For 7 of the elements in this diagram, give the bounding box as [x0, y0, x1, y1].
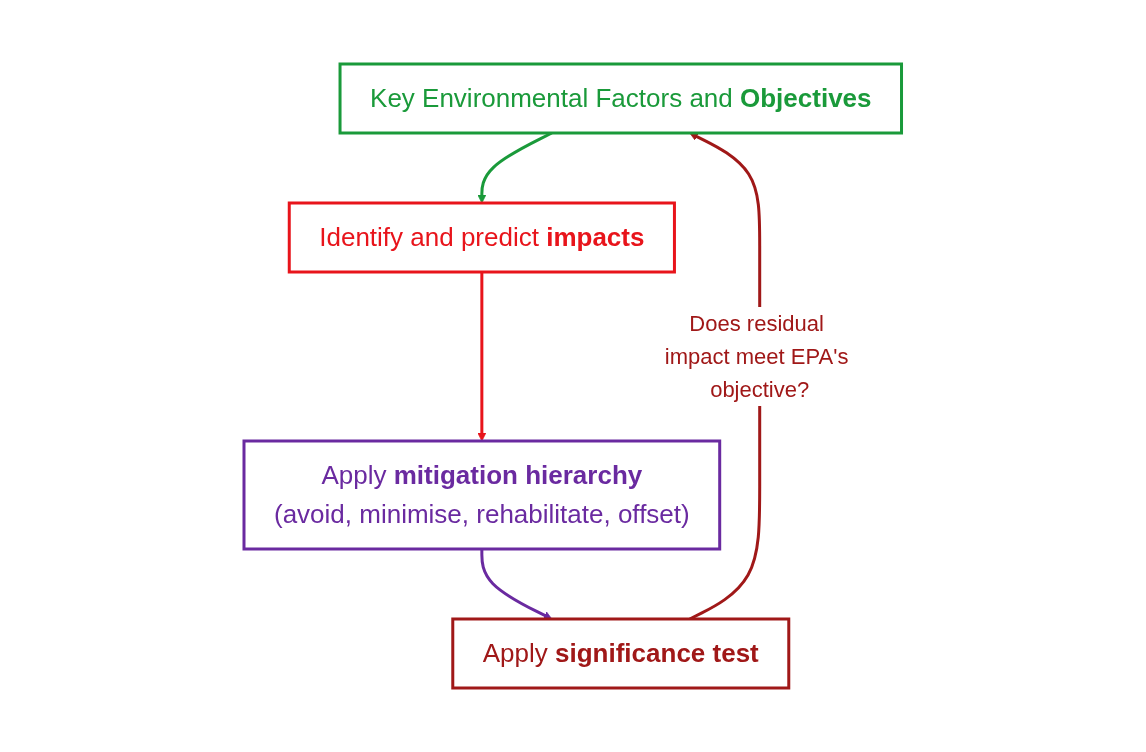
node-box: Apply mitigation hierarchy (avoid, minimise, rehabilitate, offset)	[242, 439, 722, 551]
node-box: Apply significance test	[451, 617, 791, 690]
node-box: Key Environmental Factors and Objectives	[338, 62, 904, 135]
node-box: Identify and predict impacts	[288, 201, 677, 274]
edge-label: Does residual impact meet EPA's objective?	[665, 311, 849, 402]
arrow	[480, 549, 553, 620]
arrow	[477, 272, 487, 442]
